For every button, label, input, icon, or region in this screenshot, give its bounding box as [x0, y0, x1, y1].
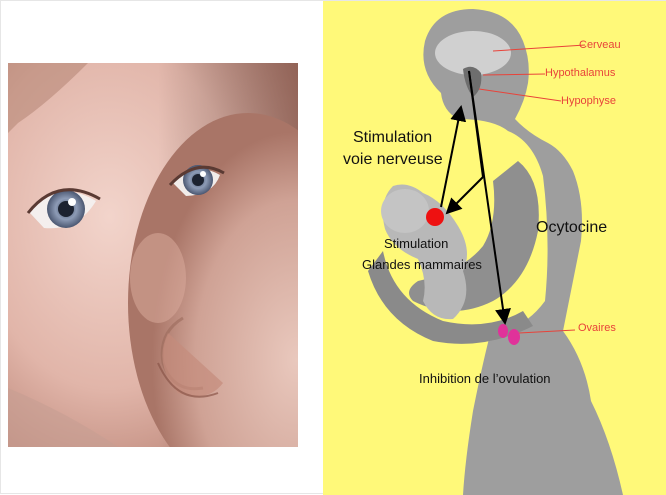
ovary-left: [498, 324, 508, 338]
label-hypothalamus: Hypothalamus: [545, 67, 615, 79]
label-stimulation-glandes-line1: Stimulation: [384, 236, 448, 251]
label-inhibition-ovulation: Inhibition de l’ovulation: [419, 371, 551, 386]
label-hypophyse: Hypophyse: [561, 95, 616, 107]
baby-head-silhouette: [381, 189, 429, 233]
lactation-diagram: Cerveau Hypothalamus Hypophyse Ovaires S…: [323, 1, 666, 495]
label-stimulation-nerveuse-line1: Stimulation: [353, 129, 432, 147]
baby-breastfeeding-photo: [8, 63, 298, 447]
label-stimulation-glandes-line2: Glandes mammaires: [362, 257, 482, 272]
label-ocytocine: Ocytocine: [536, 219, 607, 237]
label-cerveau: Cerveau: [579, 39, 621, 51]
label-ovaires: Ovaires: [578, 322, 616, 334]
label-stimulation-nerveuse-line2: voie nerveuse: [343, 151, 443, 169]
ovary-right: [508, 329, 520, 345]
breast-stimulation-dot: [426, 208, 444, 226]
